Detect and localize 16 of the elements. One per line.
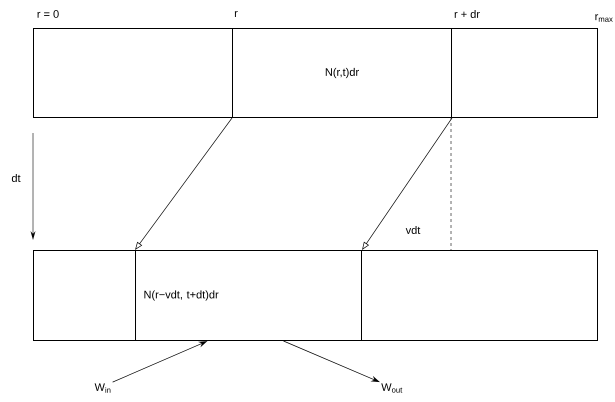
arrow [362,118,452,250]
arrow [135,118,232,250]
cell [451,28,598,118]
labeled-cell: N(r−vdt, t+dt)dr [135,250,362,341]
label-text: dt [12,174,20,182]
label-text: r = 0 [38,10,59,18]
cell [33,250,136,341]
flow-label: W$_{out}$ [381,383,402,393]
flow-label: W$_{in}$ [94,383,110,393]
label-text: r$_{max}$ [595,14,613,22]
cell [361,250,598,341]
labeled-cell: N(r,t)dr [232,28,452,118]
label-text: r + dr [454,10,480,18]
label-text: vdt [406,226,420,234]
cell [33,28,233,118]
label-text: r [234,11,238,17]
